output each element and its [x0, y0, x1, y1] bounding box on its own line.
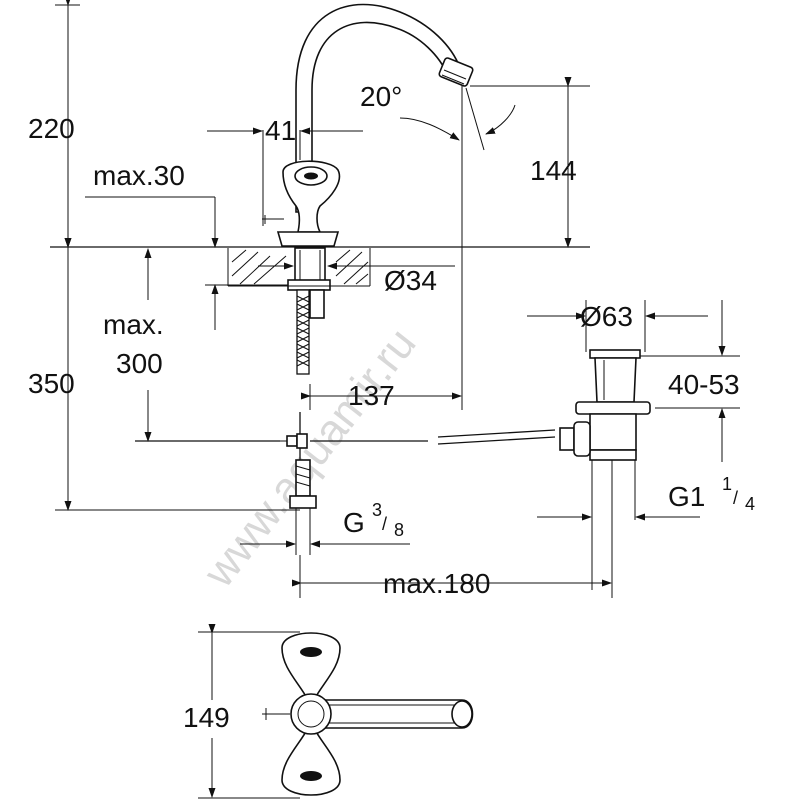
dim-g114-den: 4: [745, 494, 755, 514]
dim-137-label: 137: [348, 380, 395, 411]
dimension-144: 144: [470, 77, 590, 248]
dim-350-label: 350: [28, 368, 75, 399]
dim-dia34-label: Ø34: [384, 265, 437, 296]
dimension-41: 41: [207, 115, 363, 226]
dimension-max30: max.30: [85, 160, 300, 330]
dimension-g38: G 3 / 8: [240, 500, 410, 548]
dim-220-label: 220: [28, 113, 75, 144]
dimension-max300: max. 300: [103, 248, 164, 442]
waste-assembly: [559, 349, 651, 590]
rod-socket: [573, 421, 591, 457]
waste-body-upper: [594, 357, 637, 403]
dim-40-53-label: 40-53: [668, 369, 740, 400]
handle-bottom-plan: [281, 727, 341, 796]
dim-dia63-label: Ø63: [580, 301, 633, 332]
connector-body: [295, 459, 311, 497]
faucet-elevation: [262, 3, 474, 375]
dim-max300-label-a: max.: [103, 309, 164, 340]
dimension-137: 137: [301, 380, 462, 411]
dim-max30-label: max.30: [93, 160, 185, 191]
base: [276, 231, 340, 247]
dimension-max180: max.180: [292, 555, 613, 599]
dim-max300-label-b: 300: [116, 348, 163, 379]
dimension-g114: G1 1 / 4: [537, 474, 755, 521]
dim-20deg-label: 20°: [360, 81, 402, 112]
rod-socket-nut: [559, 427, 575, 451]
dim-144-label: 144: [530, 155, 577, 186]
dimension-350: 350: [28, 238, 300, 511]
dimension-220: 220: [28, 0, 80, 248]
hub-plan: [290, 693, 332, 735]
pop-up-rod: [135, 412, 556, 470]
countertop-hatch: [227, 248, 371, 287]
waste-body-lower: [589, 413, 637, 451]
faucet-plan-view: 149: [183, 624, 474, 799]
dim-g114-slash: /: [733, 488, 738, 508]
dim-41-label: 41: [265, 115, 296, 146]
dimension-40-53: 40-53: [640, 300, 740, 462]
dim-g38-slash: /: [382, 514, 387, 534]
dimension-dia63: Ø63: [527, 300, 708, 352]
dim-149-label: 149: [183, 702, 230, 733]
waste-ring: [589, 449, 637, 461]
dimension-angle-20: 20°: [360, 81, 516, 410]
dim-g38-num: 3: [372, 500, 382, 520]
dim-g38-den: 8: [394, 520, 404, 540]
waste-flange-nut: [575, 401, 651, 415]
waste-plug-cap: [589, 349, 641, 359]
connector-nut: [289, 495, 317, 509]
dim-g114-g: G1: [668, 481, 705, 512]
handle-top-plan: [281, 632, 341, 701]
tail-piece: [309, 289, 325, 319]
dim-max180-label: max.180: [383, 568, 490, 599]
aerator: [438, 57, 474, 87]
dim-g38-g: G: [343, 507, 365, 538]
supply-connector: [289, 459, 317, 555]
dim-g114-num: 1: [722, 474, 732, 494]
fixing-nut: [287, 279, 331, 291]
dimension-dia34: Ø34: [258, 262, 455, 296]
aerator-plan: [451, 700, 473, 728]
